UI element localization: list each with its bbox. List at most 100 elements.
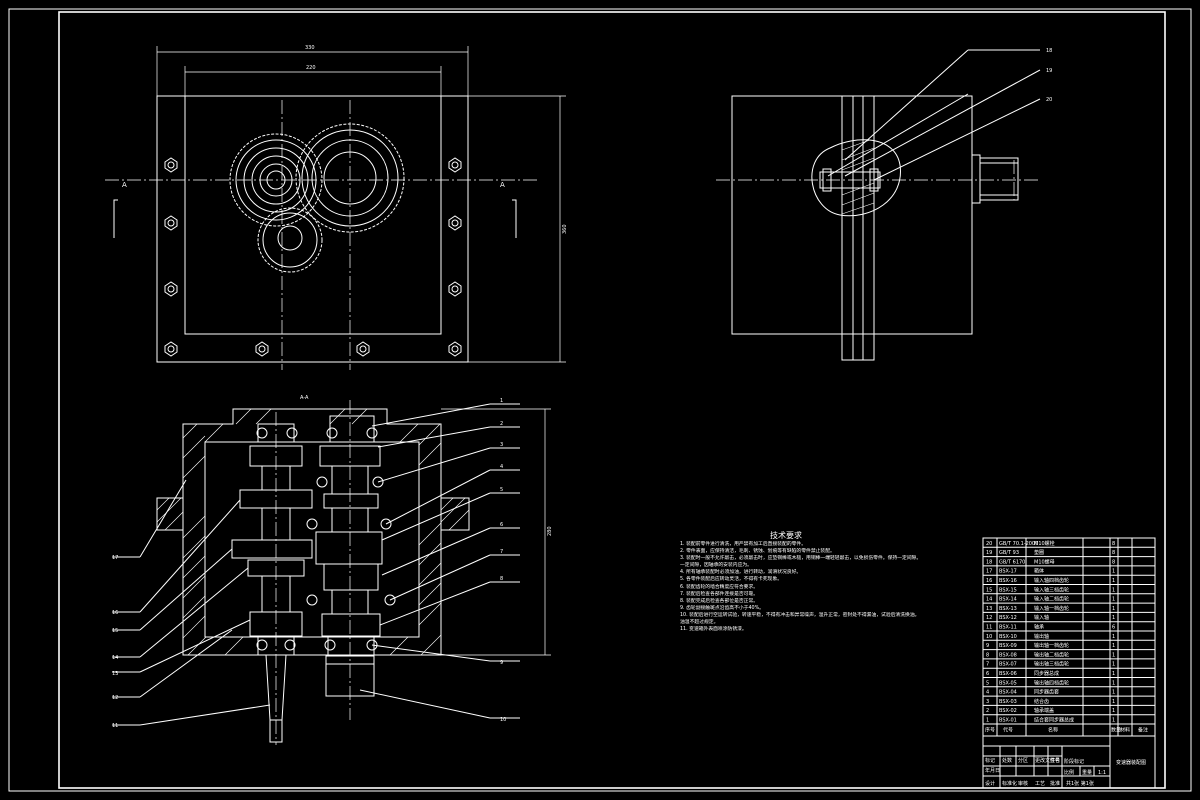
bom-cell-code: BSX-04 [999,690,1017,696]
bom-cell-no: 5 [986,680,989,686]
part-label-12: 12 [112,695,118,701]
part-label-3: 3 [500,442,503,448]
bom-cell-qty: 1 [1112,587,1115,593]
part-label-9: 9 [500,660,503,666]
gears [229,123,405,273]
bom-cell-no: 3 [986,699,989,705]
bom-cell-name: 输入轴四档齿轮 [1034,577,1069,584]
bom-cell-name: 输入轴三档齿轮 [1034,586,1069,593]
bom-cell-qty: 1 [1112,718,1115,724]
section-title: A-A [300,395,309,401]
bom-cell-name: 同步器总成 [1034,670,1059,677]
dim-height: 360 [562,224,568,234]
bom-cell-name: 输入轴二档齿轮 [1034,596,1069,603]
bom-cell-code: BSX-14 [999,597,1017,603]
bom-cell-name: 输出轴二档齿轮 [1034,651,1069,658]
tb-label-approve: 批准 [1050,780,1060,787]
bom-cell-code: BSX-13 [999,606,1017,612]
tech-item: 2. 零件表面，应保持清洁，毛刺、锈蚀、划痕等有缺陷的零件禁止装配。 [680,549,835,555]
bom-cell-qty: 1 [1112,652,1115,658]
tb-label-design: 设计 [985,780,995,787]
side-view: 18 19 20 [716,48,1052,361]
tb-label-change: 更改文件号 [1035,757,1060,764]
bearings [256,427,396,651]
tb-label-sign: 签名 [1050,757,1060,764]
part-label-7: 7 [500,549,503,555]
tech-item: 10. 装配后进行空运转试验，转速平稳，不得有冲击和异常噪声，温升正常，密封处不… [680,612,920,618]
housing-hatch [182,408,442,656]
part-label-11: 11 [112,723,118,729]
bom-cell-name: 输出轴一档齿轮 [1034,642,1069,649]
bom-cell-name: M10螺母 [1034,558,1055,565]
section-label-right: A [500,181,505,189]
tech-requirements-list: 1. 装配前零件进行清洗，用严禁有加工后直接装配的零件。 2. 零件表面，应保持… [680,541,920,633]
bom-cell-qty: 8 [1112,550,1115,556]
part-label-2: 2 [500,421,503,427]
part-label-14: 14 [112,655,118,661]
part-label-20: 20 [1046,97,1052,103]
tech-item: 一定间隙，因轴承的安装内应为。 [680,563,752,569]
bom-cell-no: 6 [986,671,989,677]
bom-cell-qty: 1 [1112,615,1115,621]
bom-cell-qty: 1 [1112,699,1115,705]
bom-cell-qty: 1 [1112,690,1115,696]
bom-cell-qty: 6 [1112,625,1115,631]
bom-cell-name: 输出轴 [1034,633,1049,640]
part-label-16: 16 [112,610,118,616]
section-label-left: A [122,181,127,189]
drawing-scale: 1:1 [1098,770,1106,776]
tb-label-zone: 分区 [1018,757,1028,764]
title-block: 变速器装配图 1:1 共1张 第1张 标记 处数 分区 更改文件号 签名 年月日… [982,735,1156,789]
bom-cell-code: BSX-17 [999,569,1017,575]
drawing-name: 变速器装配图 [1116,759,1146,766]
tech-item: 油温不超过规定。 [680,620,719,626]
bom-cell-qty: 1 [1112,643,1115,649]
bom-cell-qty: 1 [1112,680,1115,686]
inner-frame [58,11,1166,789]
bom-cell-name: 输入轴一档齿轮 [1034,605,1069,612]
tech-item: 9. 齿轮副接触斑点沿齿高不小于40%。 [680,605,764,611]
section-view: A-A [112,395,553,745]
bom-cell-no: 4 [986,690,989,696]
tech-item: 4. 所有轴承装配时必须加油，进行转动，润滑状况良好。 [680,570,802,576]
dim-inner-width: 220 [306,65,316,71]
bom-cell-qty: 1 [1112,662,1115,668]
tb-label-count: 处数 [1002,757,1012,764]
tech-item: 5. 各零件装配后应转动灵活，不得有卡死现象。 [680,577,783,583]
bolt-group [164,157,462,357]
bom-cell-qty: 1 [1112,634,1115,640]
tech-item: 11. 变速箱外表面喷涂防锈漆。 [680,627,747,633]
bom-cell-no: 1 [986,718,989,724]
bom-cell-name: 轴承 [1034,624,1044,631]
bom-header-code: 代号 [1003,726,1013,733]
sheet-count: 共1张 第1张 [1066,780,1094,787]
bom-cell-qty: 1 [1112,597,1115,603]
bom-cell-code: BSX-06 [999,671,1017,677]
part-label-1: 1 [500,398,503,404]
part-label-13: 13 [112,671,118,677]
bom-cell-code: BSX-02 [999,708,1017,714]
part-label-10: 10 [500,717,506,723]
tb-label-stage: 阶段标记 [1064,758,1084,765]
bom-cell-name: 输出轴四档齿轮 [1034,679,1069,686]
bom-cell-code: GB/T 6170 [999,559,1025,565]
bom-cell-name: 输出轴三档齿轮 [1034,661,1069,668]
bom-cell-code: BSX-05 [999,680,1017,686]
bom-cell-name: 结合齿 [1034,698,1049,705]
tb-label-process: 工艺 [1035,781,1045,787]
tech-item: 8. 装配完成后检查各部位是否正常。 [680,598,759,604]
bom-cell-name: 同步器齿套 [1034,689,1059,696]
bom-cell-no: 8 [986,652,989,658]
bom-cell-qty: 8 [1112,541,1115,547]
bom-cell-no: 13 [986,606,992,612]
tech-item: 6. 装配齿轮的啮合精度应符合要求。 [680,584,759,590]
part-label-15: 15 [112,628,118,634]
dim-outer-width: 330 [305,45,315,51]
bom-cell-name: 垫圈 [1034,549,1044,556]
bom-cell-no: 15 [986,587,992,593]
part-label-18: 18 [1046,48,1052,54]
bom-header-mat: 材料 [1120,726,1130,733]
bom-header-note: 备注 [1138,726,1148,733]
